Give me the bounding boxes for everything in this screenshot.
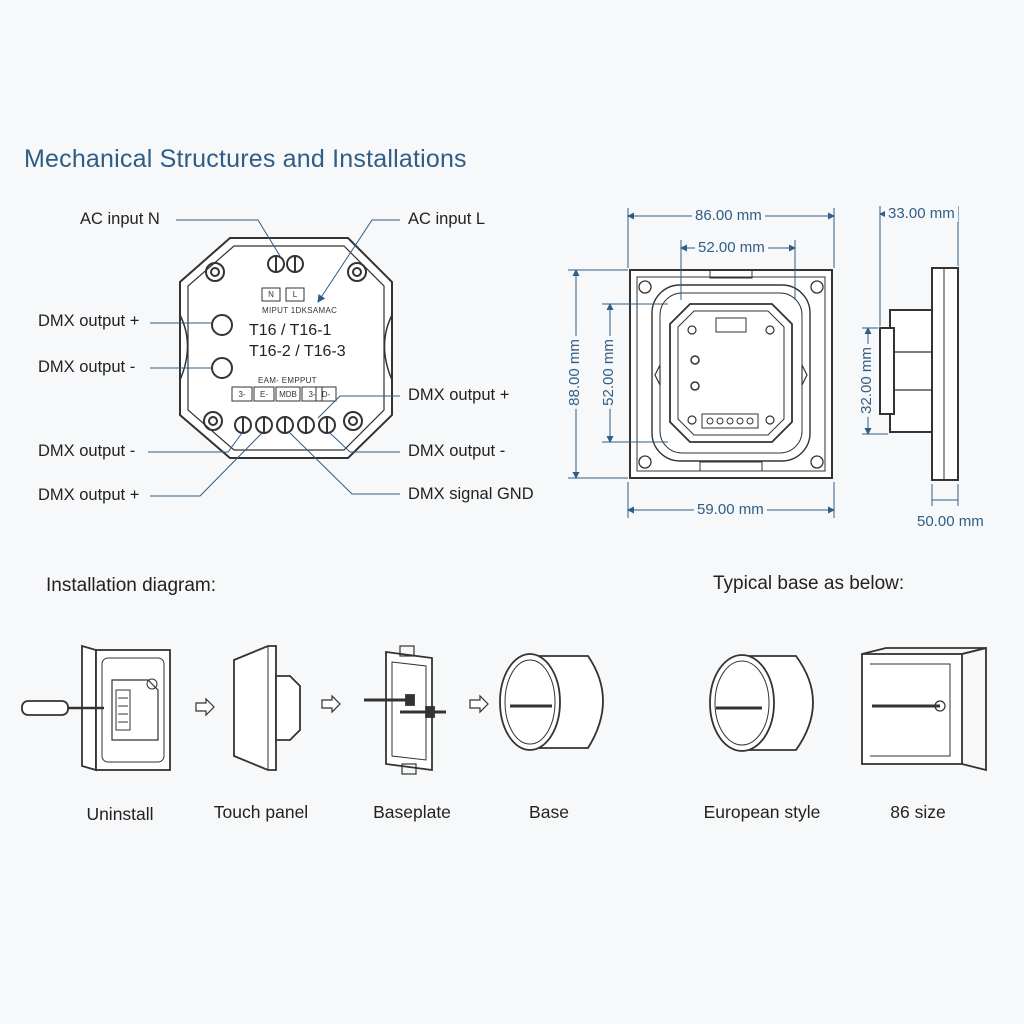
caption-86-size: 86 size: [890, 802, 946, 822]
device-terminal-1: 3-: [238, 390, 246, 399]
device-output-label: EAM- EMPPUT: [258, 376, 317, 385]
european-base-illustration: [709, 654, 814, 752]
dmx-device-front: [179, 237, 393, 459]
base-illustration: [499, 653, 604, 751]
device-terminal-5: D-: [321, 390, 331, 399]
dim-width-bottom: 59.00 mm: [694, 501, 767, 518]
panel-side-view: [879, 267, 959, 481]
label-ac-input-l: AC input L: [408, 210, 486, 228]
device-input-label: MIPUT 1DKSAMAC: [262, 306, 338, 315]
caption-touch-panel: Touch panel: [213, 802, 309, 822]
bases-heading: Typical base as below:: [713, 573, 905, 594]
device-terminal-4: 3-: [308, 390, 316, 399]
dim-height-inner: 52.00 mm: [599, 336, 617, 409]
caption-base: Base: [529, 802, 569, 822]
device-model-line-2: T16-2 / T16-3: [249, 343, 346, 360]
device-terminal-2: E-: [260, 390, 268, 399]
caption-baseplate: Baseplate: [373, 802, 451, 822]
caption-european-style: European style: [703, 802, 821, 822]
page-title: Mechanical Structures and Installations: [24, 145, 467, 173]
label-ac-input-n: AC input N: [80, 210, 160, 228]
label-dmx-output-neg-1: DMX output -: [38, 358, 136, 376]
label-dmx-output-neg-3: DMX output -: [408, 442, 506, 460]
label-dmx-signal-gnd: DMX signal GND: [408, 485, 534, 503]
dim-width-inner: 52.00 mm: [695, 239, 768, 256]
leader-lines: [148, 219, 400, 497]
dim-width-outer: 86.00 mm: [692, 207, 765, 224]
label-dmx-output-neg-2: DMX output -: [38, 442, 136, 460]
step-arrows: [195, 694, 489, 717]
baseplate-illustration: [364, 645, 446, 775]
label-dmx-output-pos-3: DMX output +: [408, 386, 510, 404]
caption-uninstall: Uninstall: [86, 804, 154, 824]
label-dmx-output-pos-1: DMX output +: [38, 312, 140, 330]
label-dmx-output-pos-2: DMX output +: [38, 486, 140, 504]
device-input-box-n: N: [268, 290, 274, 299]
dim-depth-top: 33.00 mm: [885, 205, 958, 222]
dim-side-height: 32.00 mm: [857, 344, 875, 417]
box-86-illustration: [861, 646, 987, 772]
device-input-box-l: L: [292, 290, 298, 299]
installation-heading: Installation diagram:: [46, 575, 217, 596]
dim-depth-bottom: 50.00 mm: [914, 513, 987, 530]
device-terminal-3: MDB: [279, 390, 297, 399]
touch-panel-illustration: [233, 645, 301, 771]
dim-height-outer: 88.00 mm: [565, 336, 583, 409]
uninstall-illustration: [21, 644, 171, 772]
device-model-line-1: T16 / T16-1: [249, 322, 332, 339]
panel-front-view: [629, 269, 833, 479]
